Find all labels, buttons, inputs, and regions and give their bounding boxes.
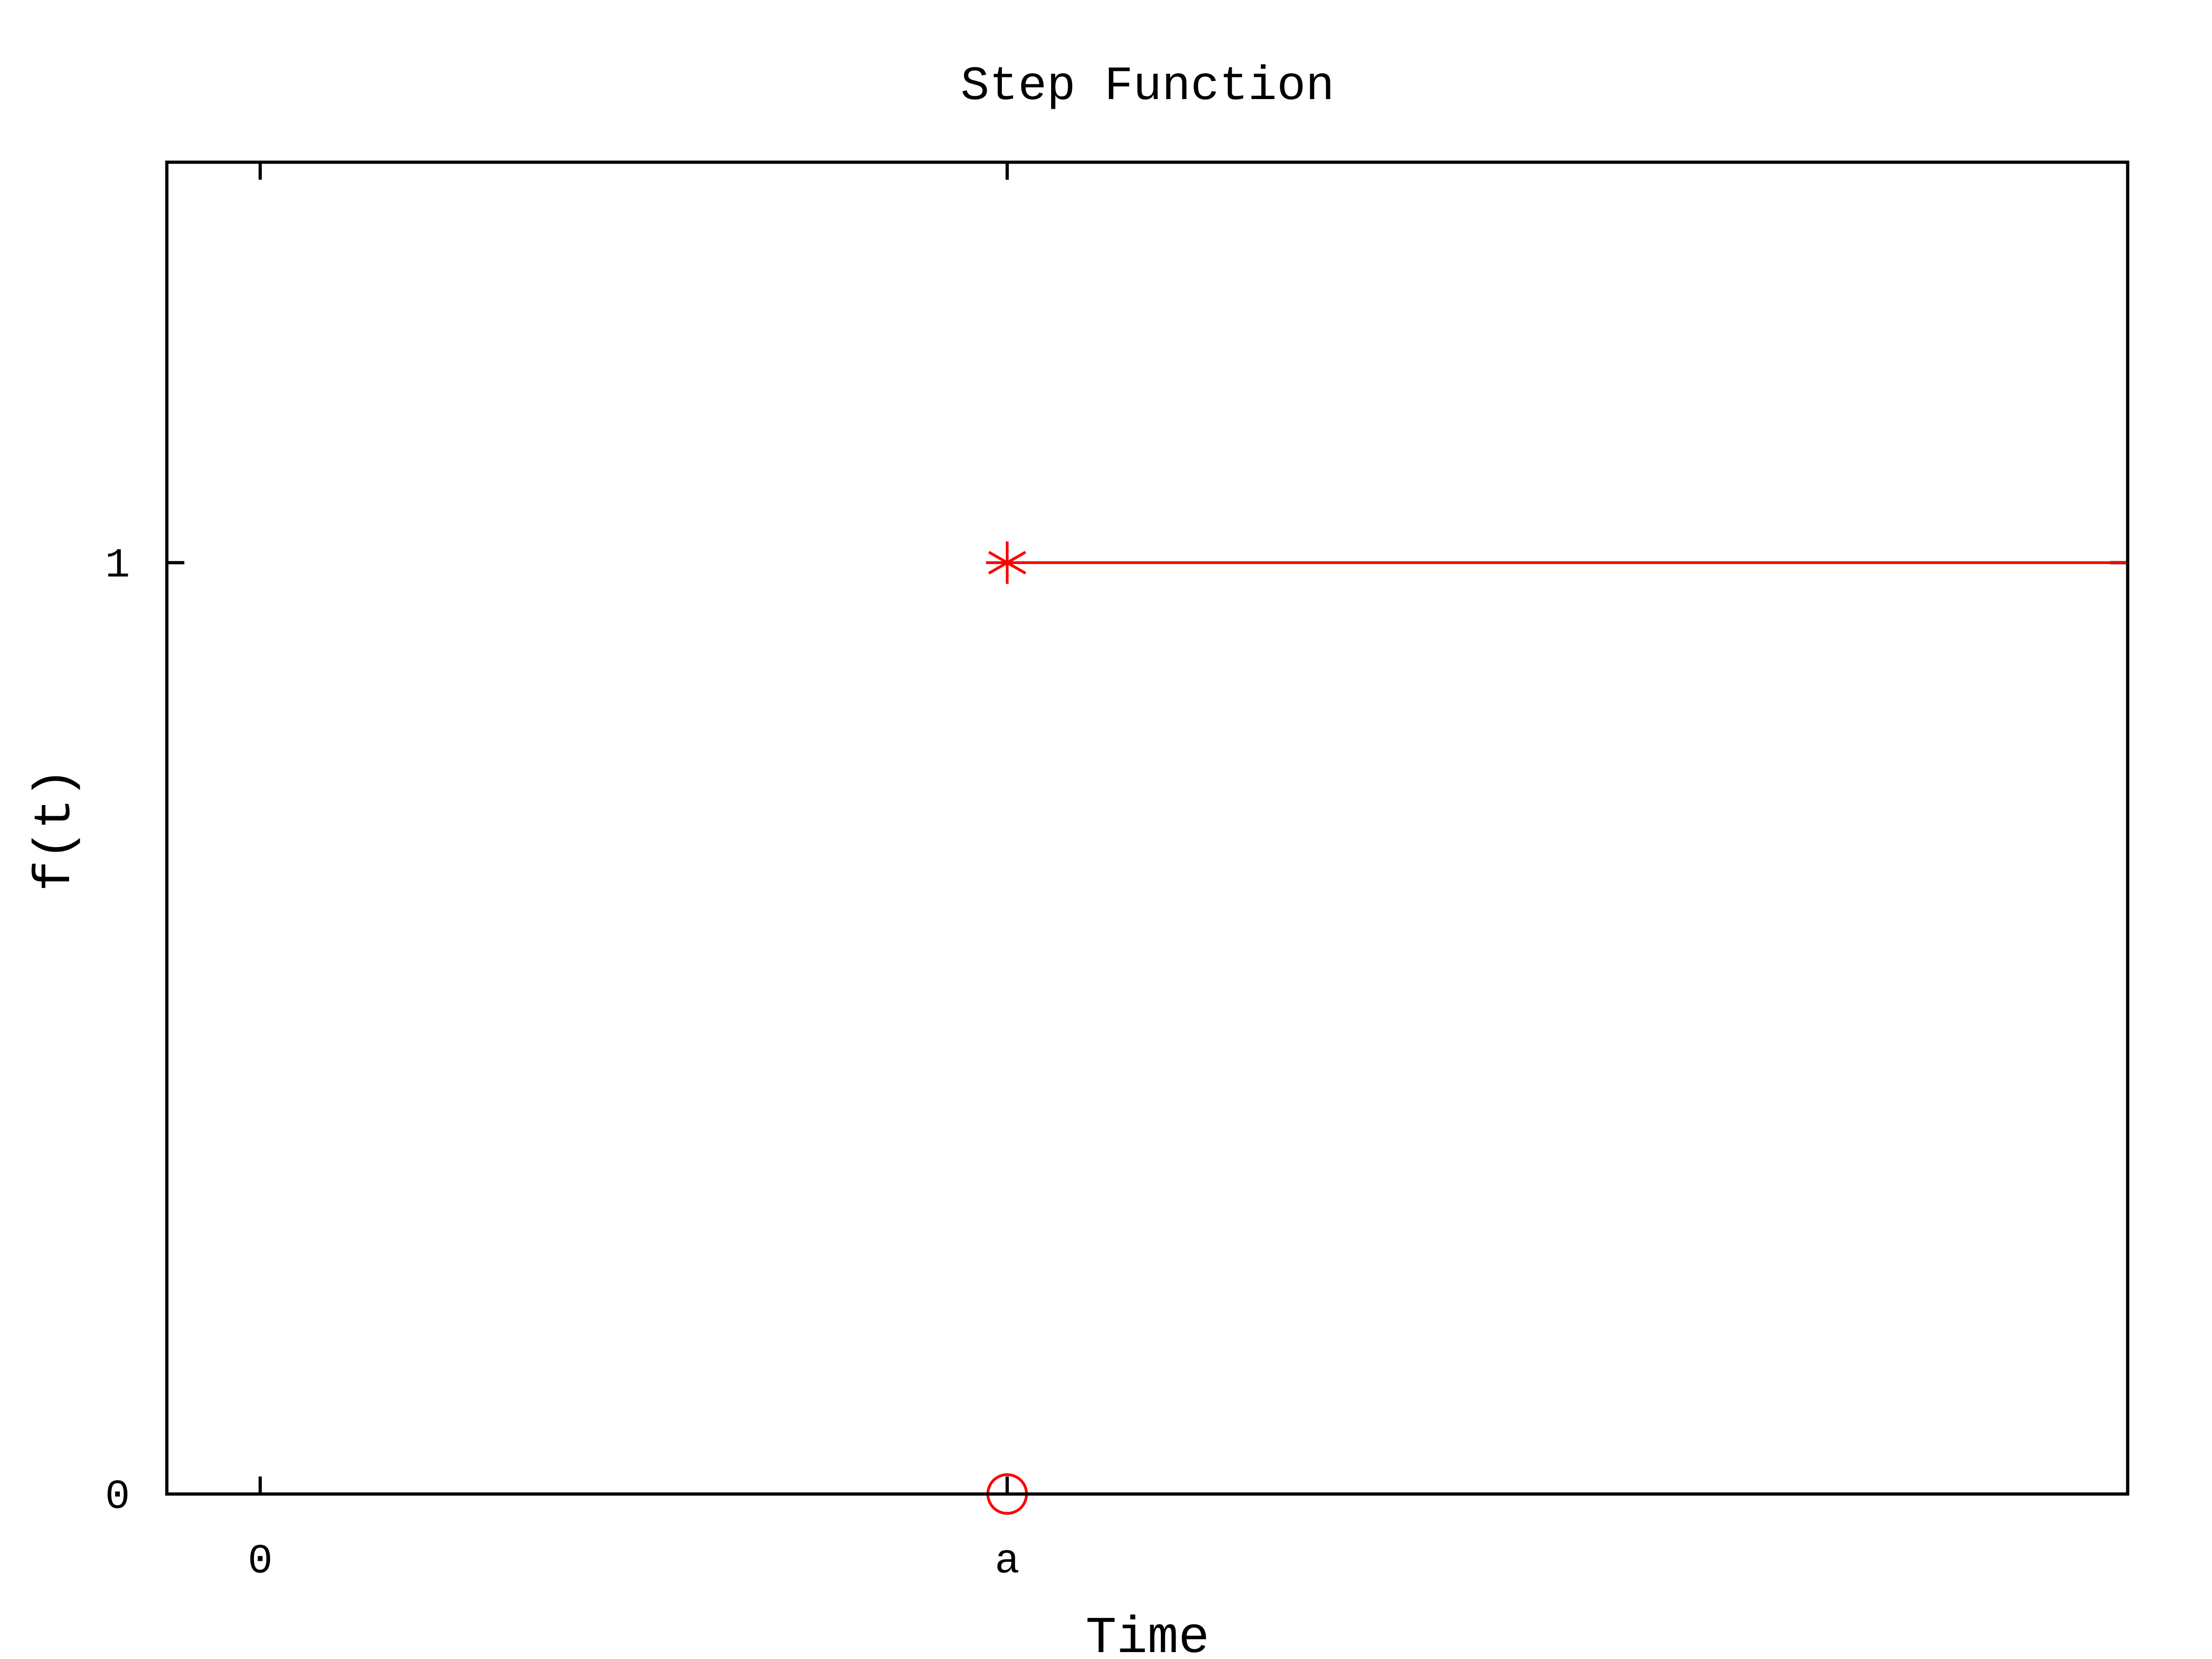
y-axis-label: f(t) — [26, 768, 85, 892]
x-tick-label: a — [995, 1538, 1020, 1585]
plot-frame — [165, 160, 2130, 1496]
y-tick-label: 0 — [105, 1474, 130, 1521]
y-tick-label: 1 — [105, 542, 130, 589]
chart-title: Step Function — [960, 59, 1334, 114]
asterisk-marker — [986, 541, 1029, 584]
x-tick-label: 0 — [248, 1538, 273, 1585]
x-axis-label: Time — [1086, 1609, 1210, 1659]
